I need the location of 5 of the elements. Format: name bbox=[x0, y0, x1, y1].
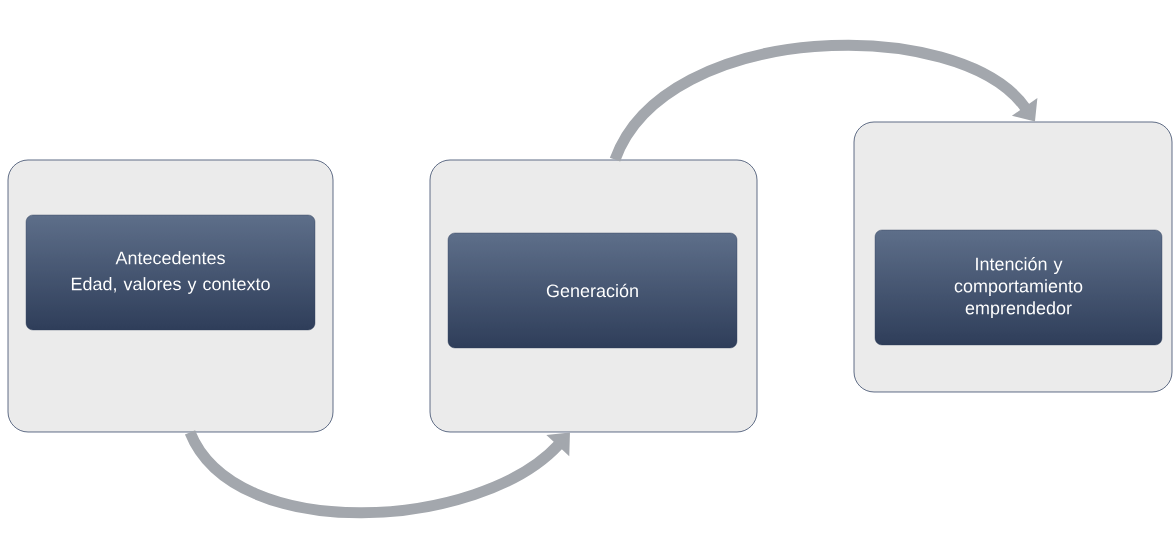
process-box: Generación bbox=[447, 232, 738, 349]
curved-arrow bbox=[610, 40, 1038, 163]
process-box: Antecedentes Edad, valores y contexto bbox=[25, 214, 316, 331]
curved-arrow bbox=[185, 429, 570, 519]
process-box: Intención y comportamiento emprendedor bbox=[874, 229, 1163, 346]
